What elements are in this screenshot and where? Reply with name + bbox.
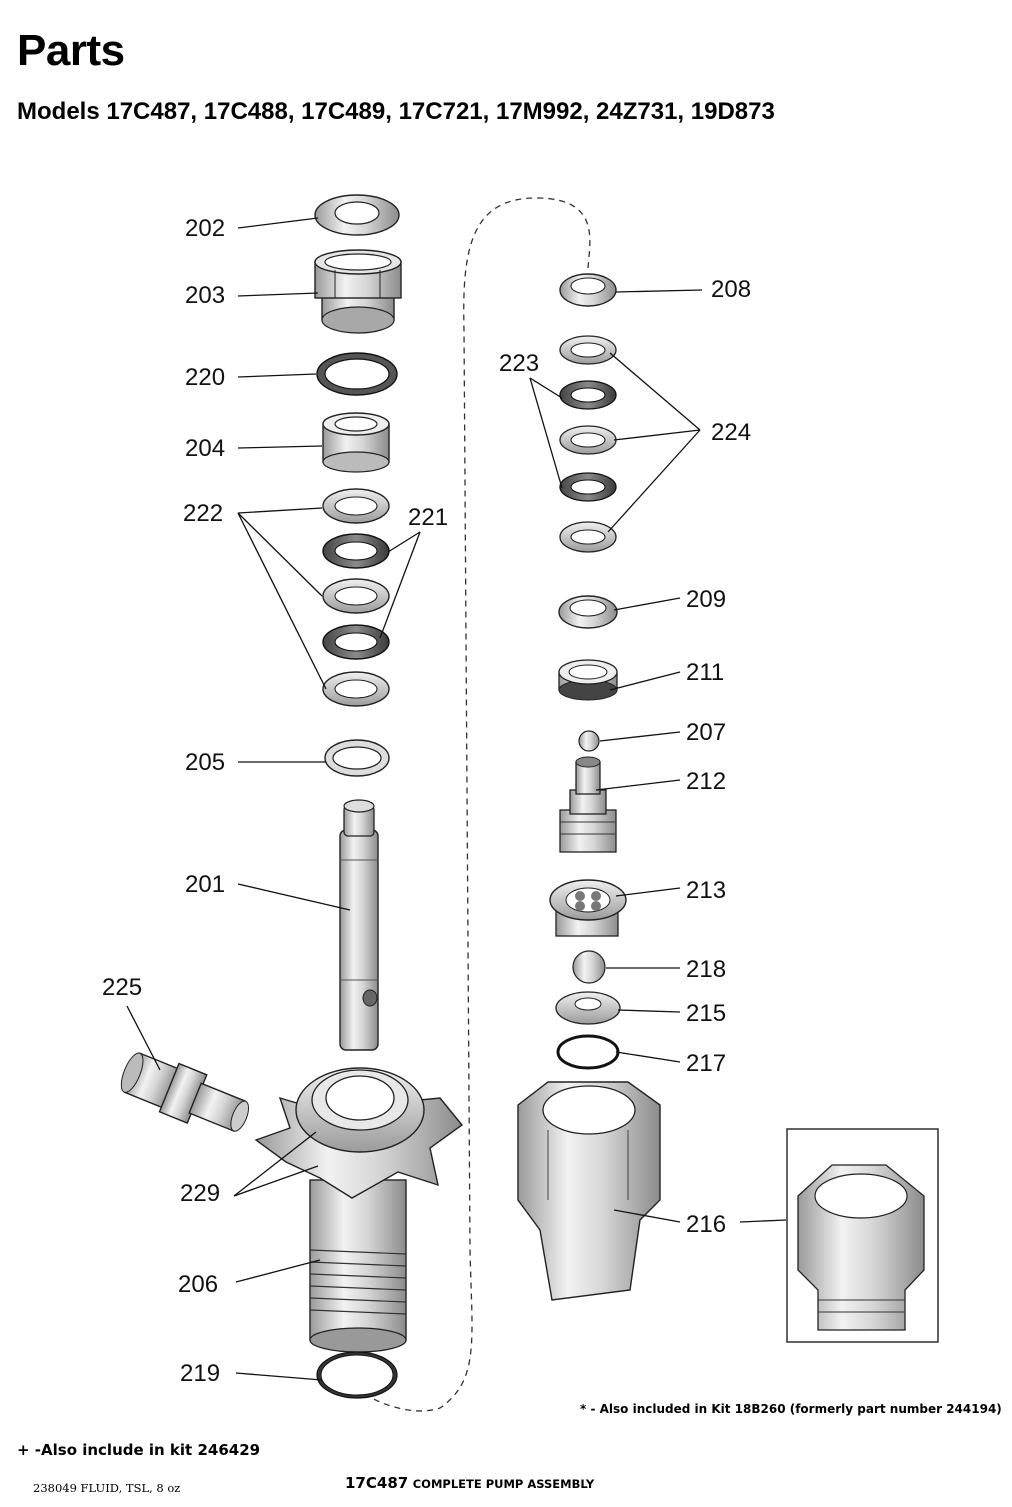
inset-housing-variant xyxy=(786,1128,939,1343)
plus-kit-note: + -Also include in kit 246429 xyxy=(17,1441,261,1459)
part-223-packing-1 xyxy=(559,380,617,410)
part-206-pump-cylinder xyxy=(309,1179,407,1353)
callout-217: 217 xyxy=(686,1050,726,1077)
part-221-packing-2 xyxy=(322,624,390,660)
assembly-number: 17C487 xyxy=(345,1474,409,1492)
part-213-seat-housing xyxy=(549,879,627,937)
part-222-packing-2 xyxy=(322,578,390,614)
fluid-note: 238049 FLUID, TSL, 8 oz xyxy=(33,1481,181,1495)
part-225-fitting xyxy=(120,1052,250,1132)
part-211-gland xyxy=(558,659,618,701)
callout-225: 225 xyxy=(102,974,142,1001)
callout-205: 205 xyxy=(185,749,225,776)
assembly-note: 17C487 COMPLETE PUMP ASSEMBLY xyxy=(345,1474,594,1492)
part-212-piston-valve xyxy=(559,756,617,853)
part-224-packing-3 xyxy=(559,521,617,553)
part-217-oring xyxy=(556,1034,620,1070)
part-222-packing-3 xyxy=(322,671,390,707)
part-209-gland xyxy=(558,595,618,629)
part-219-oring xyxy=(316,1351,398,1399)
part-215-seat xyxy=(555,991,621,1025)
part-204-bearing xyxy=(322,412,390,473)
part-222-packing-1 xyxy=(322,488,390,524)
dashed-assembly-path xyxy=(359,197,591,1412)
callout-220: 220 xyxy=(185,364,225,391)
callout-212: 212 xyxy=(686,768,726,795)
callout-201: 201 xyxy=(185,871,225,898)
part-207-ball xyxy=(578,730,600,752)
part-202-washer xyxy=(314,194,400,236)
part-223-packing-2 xyxy=(559,472,617,502)
kit-note: * - Also included in Kit 18B260 (formerl… xyxy=(580,1402,1002,1416)
assembly-text: COMPLETE PUMP ASSEMBLY xyxy=(412,1477,595,1491)
part-203-packing-nut xyxy=(314,249,402,334)
models-subtitle: Models 17C487, 17C488, 17C489, 17C721, 1… xyxy=(17,98,775,125)
part-218-ball xyxy=(572,950,606,984)
part-220-oring xyxy=(316,352,398,396)
callout-224: 224 xyxy=(711,419,751,446)
part-229-star-nut xyxy=(254,1067,464,1199)
callout-213: 213 xyxy=(686,877,726,904)
callout-222: 222 xyxy=(183,500,223,527)
part-224-packing-2 xyxy=(559,425,617,455)
leader-lines xyxy=(126,217,787,1381)
callout-209: 209 xyxy=(686,586,726,613)
callout-216: 216 xyxy=(686,1211,726,1238)
callout-204: 204 xyxy=(185,435,225,462)
callout-211: 211 xyxy=(686,659,724,686)
callout-221: 221 xyxy=(408,504,448,531)
callout-206: 206 xyxy=(178,1271,218,1298)
part-208-seal xyxy=(559,273,617,307)
callout-215: 215 xyxy=(686,1000,726,1027)
callout-202: 202 xyxy=(185,215,225,242)
part-216-intake-housing xyxy=(517,1081,661,1301)
callout-203: 203 xyxy=(185,282,225,309)
callout-208: 208 xyxy=(711,276,751,303)
callout-218: 218 xyxy=(686,956,726,983)
callout-219: 219 xyxy=(180,1360,220,1387)
page-title: Parts xyxy=(17,26,125,75)
part-205-ring xyxy=(324,739,390,777)
callout-207: 207 xyxy=(686,719,726,746)
part-221-packing-1 xyxy=(322,533,390,569)
callout-229: 229 xyxy=(180,1180,220,1207)
part-224-packing-1 xyxy=(559,335,617,365)
callout-223: 223 xyxy=(499,350,539,377)
part-201-displacement-rod xyxy=(339,799,379,1051)
